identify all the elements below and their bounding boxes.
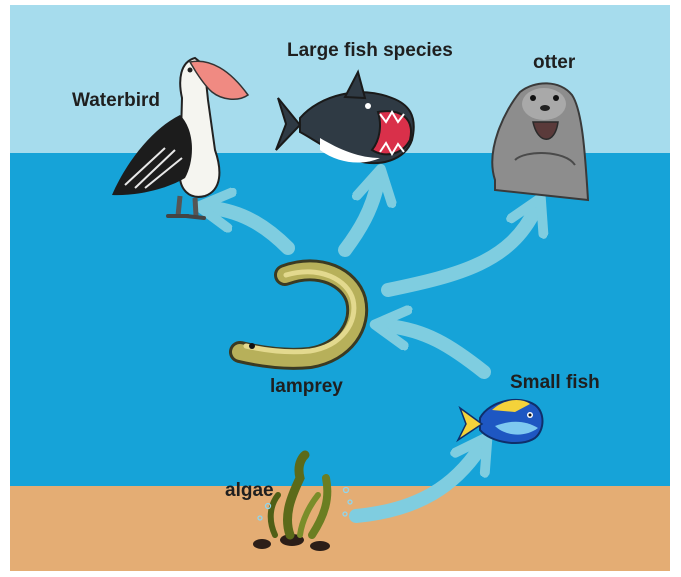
- algae-label: algae: [225, 480, 274, 502]
- large-fish-label: Large fish species: [287, 40, 453, 62]
- sand-background: [10, 486, 670, 571]
- small-fish-label: Small fish: [510, 372, 600, 394]
- lamprey-label: lamprey: [270, 376, 343, 398]
- water-background: [10, 153, 670, 488]
- waterbird-label: Waterbird: [72, 90, 160, 112]
- otter-label: otter: [533, 52, 575, 74]
